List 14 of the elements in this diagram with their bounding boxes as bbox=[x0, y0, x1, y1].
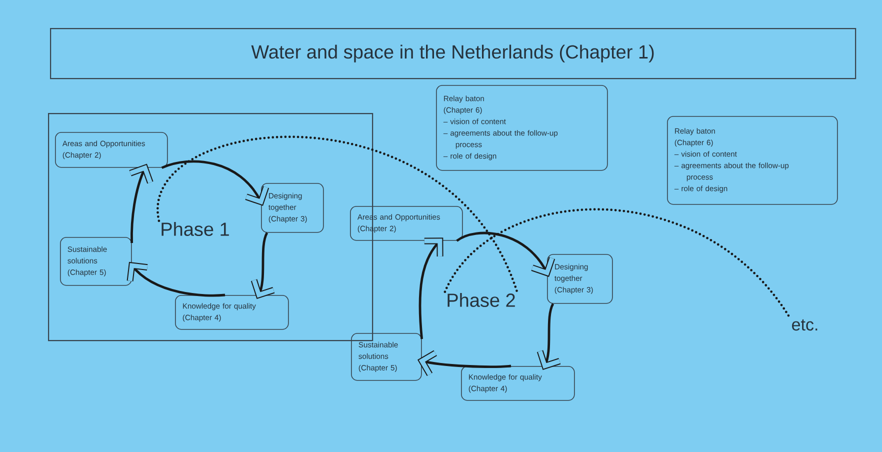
cycle-arrow bbox=[417, 350, 512, 376]
text-label: etc. bbox=[792, 319, 818, 331]
cycle-arrow bbox=[456, 232, 556, 277]
title-box: Water and space in the Netherlands (Chapter 1) bbox=[50, 28, 856, 80]
cycle-arrow bbox=[126, 262, 226, 297]
phase-label: Phase 1 bbox=[162, 222, 229, 236]
cycle-arrow bbox=[250, 232, 275, 300]
dotted-line bbox=[444, 208, 792, 320]
phase-label: Phase 2 bbox=[448, 293, 515, 307]
cycle-arrow bbox=[161, 160, 270, 206]
cycle-arrow bbox=[129, 164, 154, 244]
cycle-arrow bbox=[536, 303, 561, 370]
dotted-line bbox=[158, 136, 518, 294]
cycle-arrow bbox=[418, 238, 444, 340]
